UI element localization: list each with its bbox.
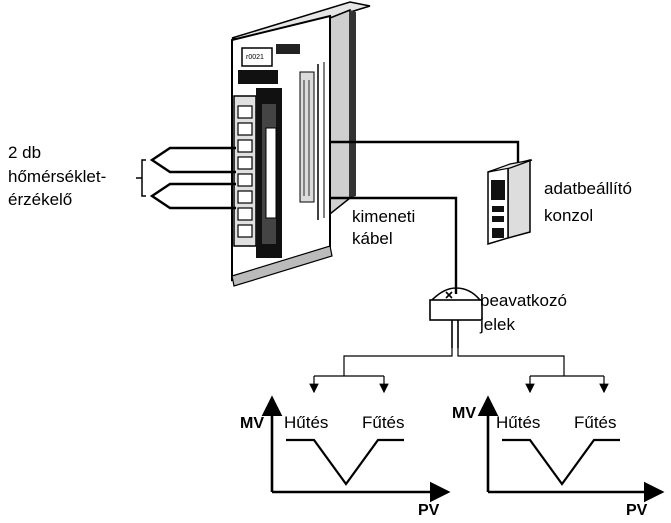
terminal-screw [237,139,253,153]
control-graph-1: MV PV Hűtés Fűtés [240,395,451,519]
sensors-label-line3: érzékelő [8,190,72,209]
terminal-screws [237,105,253,238]
terminal-screw [237,190,253,204]
output-cable [330,196,458,294]
controller-module [231,1,371,287]
unit-display-text: r0021 [246,54,264,61]
graph1-heating-label: Fűtés [362,413,405,432]
graph2-v-curve [502,438,620,486]
cable-label-line2: kábel [352,229,393,248]
data-setting-console [487,159,533,246]
signals-label-line1: beavatkozó [480,291,567,310]
graph2-heating-label: Fűtés [574,413,617,432]
terminal-screw [237,173,253,187]
signals-label-line2: jelek [479,315,515,334]
terminal-screw [237,122,253,136]
signal-distribution [309,348,609,394]
terminal-screw [237,207,253,221]
graph2-cooling-label: Hűtés [496,413,540,432]
graph1-v-curve [286,438,404,486]
console-label-line1: adatbeállító [544,179,632,198]
console-cable [330,140,520,168]
sensors-label-line1: 2 db [8,143,41,162]
graph1-cooling-label: Hűtés [284,413,328,432]
console-label-line2: konzol [544,206,593,225]
terminal-screw [237,105,253,119]
sensor-bracket [136,159,146,197]
graph1-x-label: PV [418,502,440,518]
output-connector [429,287,483,348]
graph2-y-label: MV [452,405,476,422]
graph2-x-label: PV [626,502,648,518]
terminal-screw [237,224,253,238]
cable-label-line1: kimeneti [352,207,415,226]
sensors-label-line2: hőmérséklet- [8,167,106,186]
graph1-y-label: MV [240,415,264,432]
control-graph-2: MV PV Hűtés Fűtés [452,395,665,519]
sensor-wires [149,146,236,210]
terminal-screw [237,156,253,170]
